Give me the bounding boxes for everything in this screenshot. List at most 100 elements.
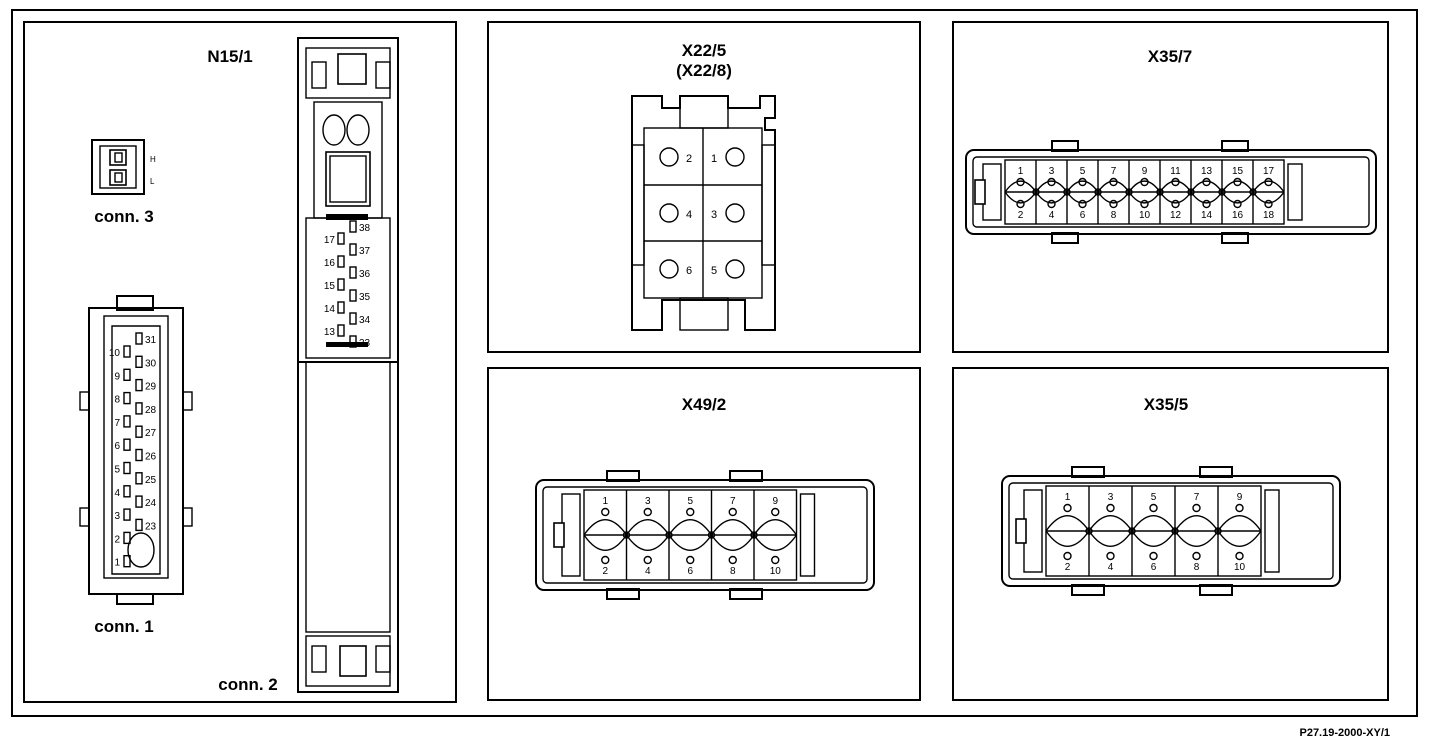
x49-pin [601,507,610,517]
x35-7-pin-label: 4 [1049,210,1055,221]
x35-7-pin [1047,199,1056,209]
conn1-pin [135,448,143,462]
x35-7-pin [1109,199,1118,209]
x35-7-pin [1264,177,1273,187]
conn2-pin [349,266,357,279]
x49-pin-label: 8 [730,566,736,577]
panel-x35-7-title: X35/7 [1148,47,1192,66]
x49-pin-label: 4 [645,566,651,577]
x35-5-pin-label: 5 [1151,492,1157,503]
x35-7-pin [1264,199,1273,209]
x35-5-pin [1149,503,1158,513]
x35-7-pin-label: 2 [1018,210,1024,221]
x35-5-pin [1063,551,1072,561]
x35-5-pin [1149,551,1158,561]
x35-5-pin-label: 10 [1234,562,1246,573]
x22-pin [725,203,745,223]
conn1-pin-label: 5 [114,465,120,476]
x22-pin [725,259,745,279]
conn1-pin-label: 9 [114,371,120,382]
panel-n15-title: N15/1 [207,47,252,66]
conn2-pin-label: 14 [324,304,336,315]
conn1-pin-label: 24 [145,498,157,509]
x49-pin [728,507,737,517]
conn1-pin-label: 10 [109,348,121,359]
x35-7-pin-label: 8 [1111,210,1117,221]
conn2-pin [349,243,357,256]
x35-7-pin [1140,199,1149,209]
conn2-pin-label: 36 [359,269,371,280]
conn2-pin-label: 35 [359,292,371,303]
x49-pin [686,507,695,517]
conn2-pin-label: 17 [324,235,336,246]
conn2-pin [349,312,357,325]
x35-5-pin-label: 7 [1194,492,1200,503]
x35-5-pin [1192,503,1201,513]
conn1-pin [135,495,143,508]
x35-7-pin [1047,177,1056,187]
x22-pin-label: 2 [686,153,692,165]
conn1-pin-label: 27 [145,428,157,439]
conn1-pin [135,402,143,415]
x35-7-pin-label: 16 [1232,210,1244,221]
x22-pin-label: 6 [686,265,692,277]
x49-pin [601,555,610,565]
x35-7-pin-label: 3 [1049,166,1055,177]
conn1-pin-label: 31 [145,335,157,346]
x35-7-pin-label: 6 [1080,210,1086,221]
x22-pin-label: 4 [686,209,692,221]
x35-7-pin [1171,199,1180,209]
x22-pin-label: 3 [711,209,717,221]
conn2-pin-label: 15 [324,281,336,292]
x35-7-pin [1140,177,1149,187]
x35-5-housing [1001,475,1341,587]
x35-7-pin-label: 14 [1201,210,1213,221]
conn1-pin [123,391,131,405]
conn2-pin-label: 34 [359,315,371,326]
conn3-pin-l: L [150,177,155,186]
x35-5-pin-label: 4 [1108,562,1114,573]
conn2-pin [349,335,357,348]
x49-pin [728,555,737,565]
x49-pin [771,555,780,565]
conn2-pin [349,289,357,302]
conn2-pin-label: 37 [359,246,371,257]
conn1-pin-label: 30 [145,358,157,369]
conn1-pin-label: 3 [114,511,120,522]
figure-reference: P27.19-2000-XY/1 [1299,727,1390,739]
x35-5-pin-label: 1 [1065,492,1071,503]
panel-x35-5-title: X35/5 [1144,395,1188,414]
panel-x22-title: X22/5 [682,41,726,60]
x35-7-pin-label: 15 [1232,166,1244,177]
x49-pin [643,507,652,517]
x35-5-pin [1106,551,1115,561]
conn2-pin-label: 33 [359,338,371,349]
conn1-pin [135,355,143,368]
conn1-pin [123,555,131,568]
conn1-pin-label: 8 [114,395,120,406]
conn1-pin-label: 28 [145,405,157,416]
conn2-pin [337,278,345,291]
connector-conn3: H L [91,139,156,195]
conn2-pin-label: 38 [359,223,371,234]
x35-7-pin [1016,177,1025,187]
conn2-pin [337,255,345,268]
x35-7-pin [1202,177,1211,187]
x35-7-pin-label: 7 [1111,166,1117,177]
conn1-pin [123,508,131,521]
conn2-pin [337,232,345,245]
outer-frame [11,9,1418,717]
conn2-pin-label: 13 [324,327,336,338]
conn1-pin-label: 25 [145,475,157,486]
conn1-pin [123,415,131,428]
conn1-pin [135,425,143,438]
x35-7-pin-label: 11 [1170,166,1181,177]
x35-7-pin-label: 10 [1139,210,1151,221]
x35-7-pin [1078,199,1087,209]
conn1-pin-label: 2 [114,534,120,545]
conn1-pin-label: 7 [114,418,120,429]
